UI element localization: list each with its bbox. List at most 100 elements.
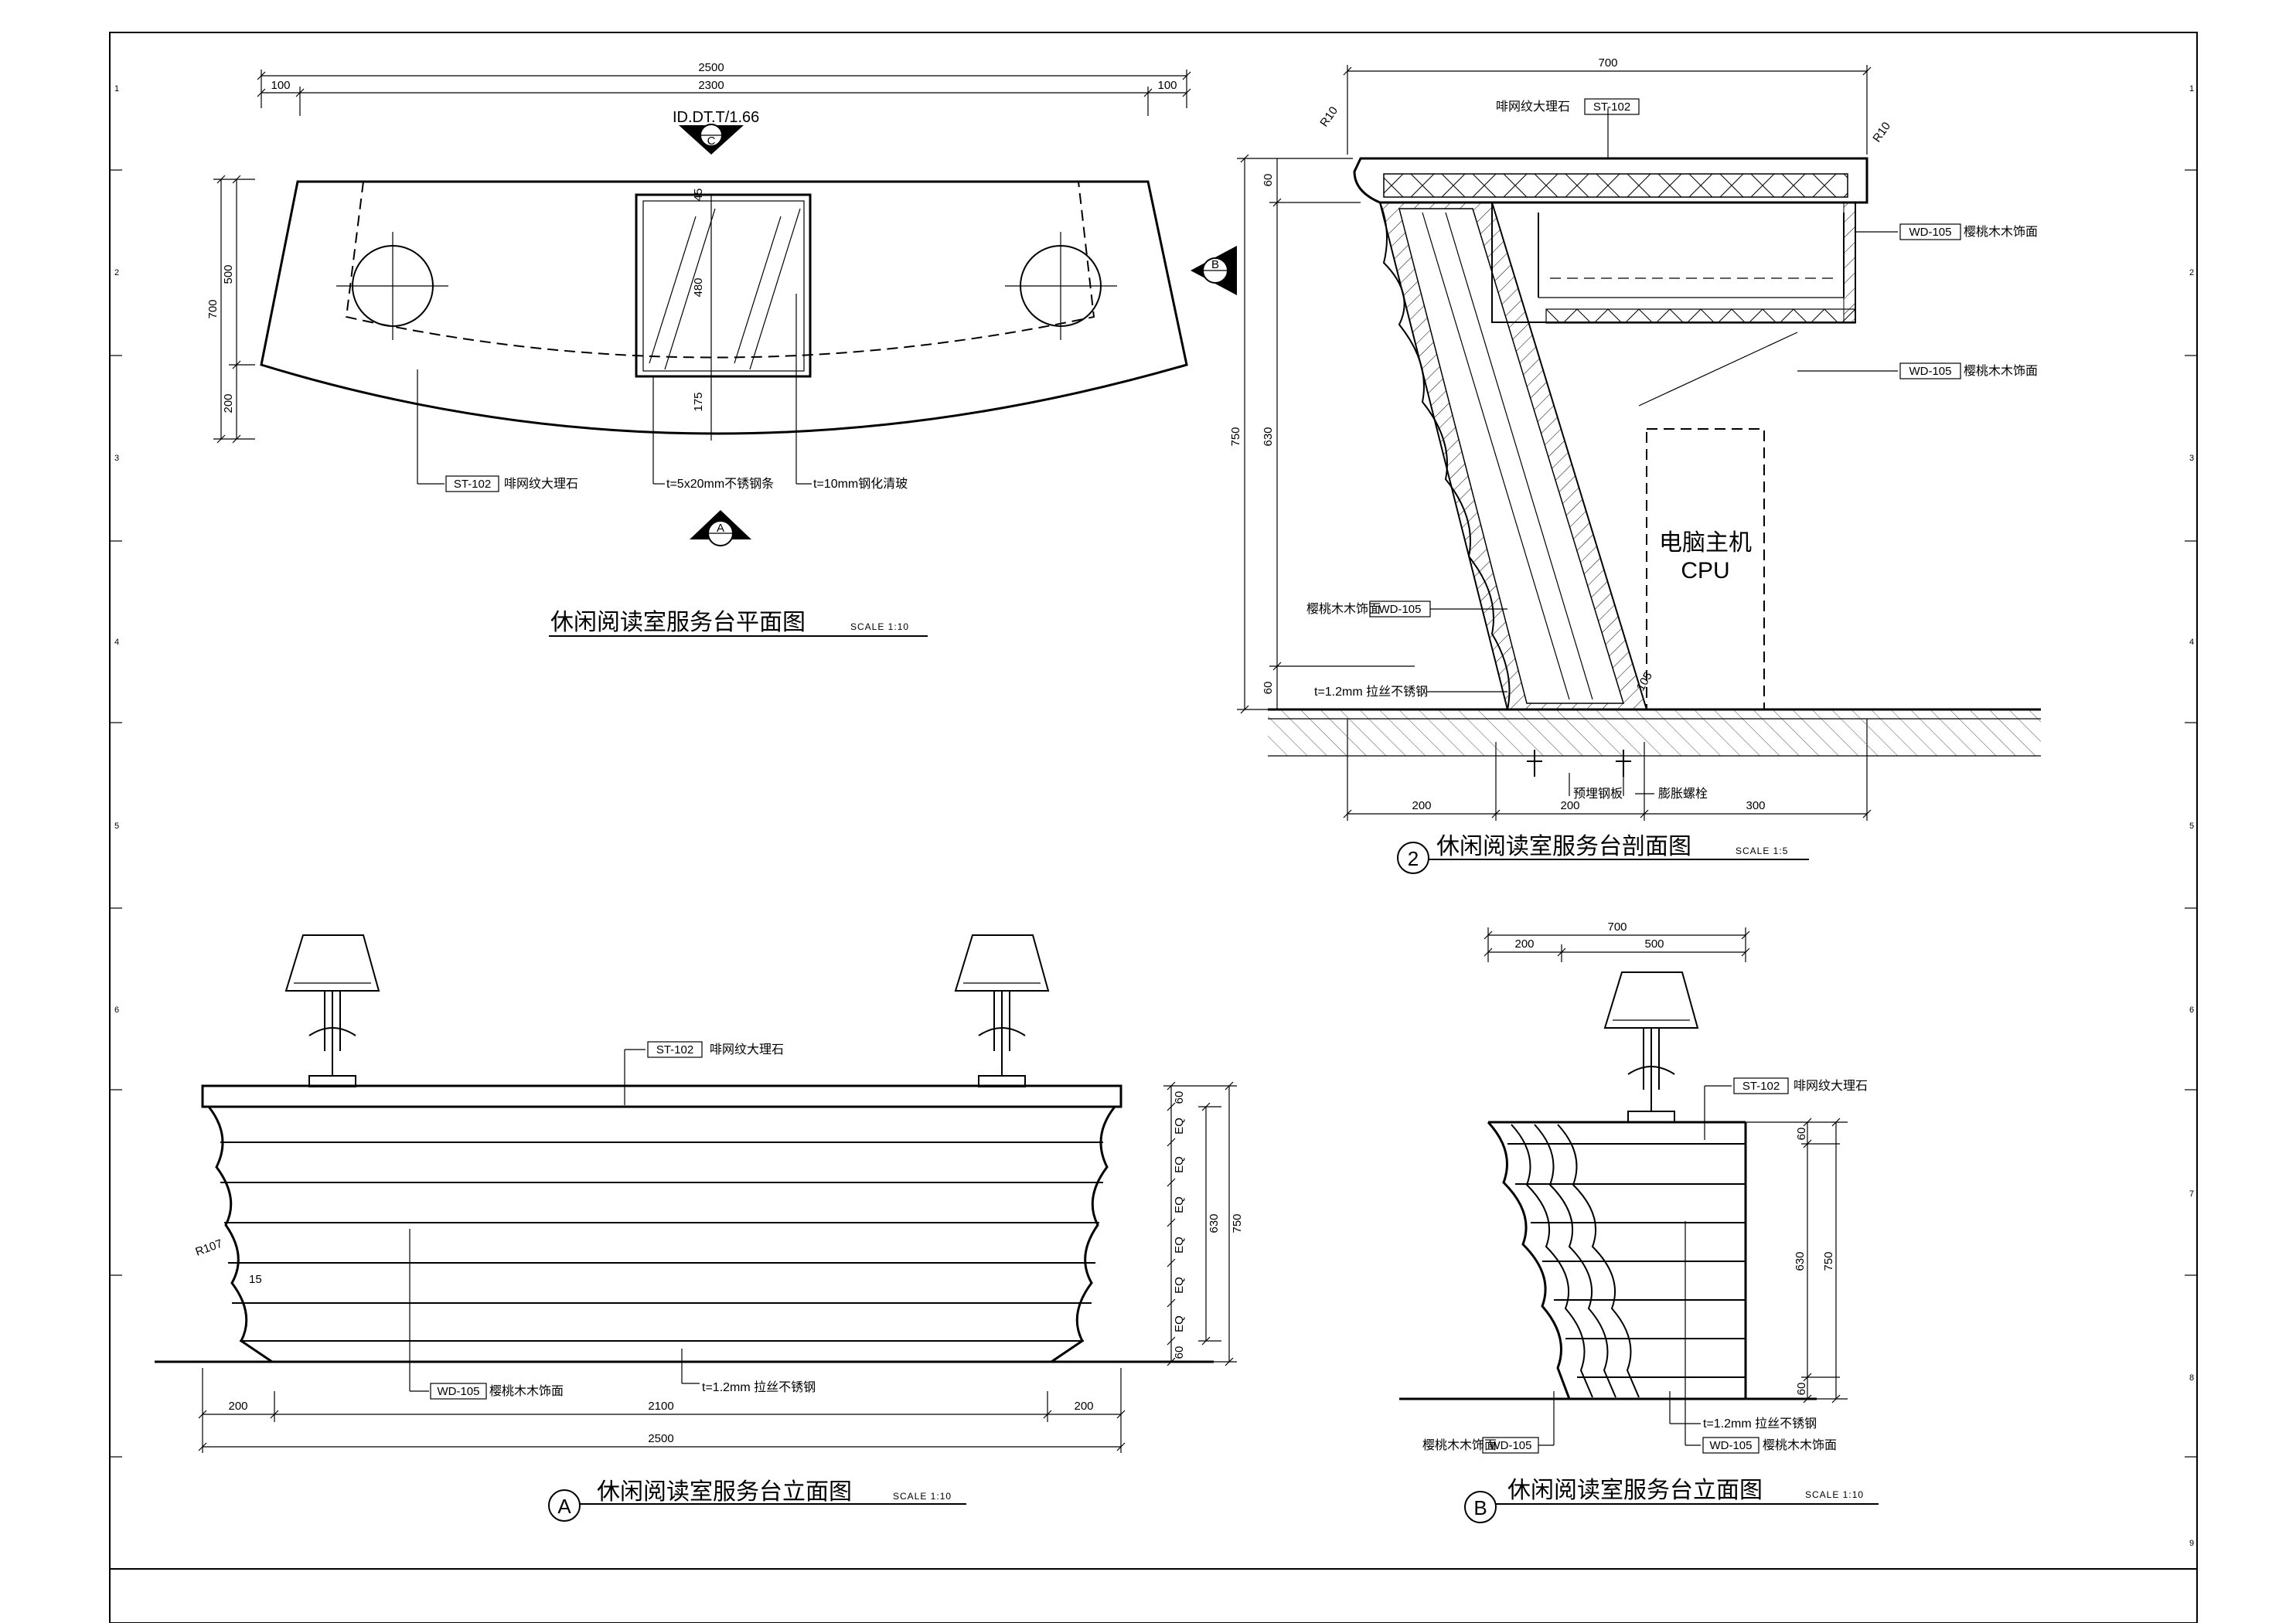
elev-a-dim-overall: 2500 (648, 1432, 673, 1445)
elev-a-note-code: ST-102 (656, 1043, 693, 1056)
plan-dim-depth-b: 200 (222, 393, 235, 413)
section-note-steel: t=1.2mm 拉丝不锈钢 (1314, 685, 1428, 699)
section-cpu-box: 电脑主机 CPU (1646, 428, 1765, 710)
elev-b-dim-base: 60 (1795, 1383, 1808, 1396)
elev-a-note-steel: t=1.2mm 拉丝不锈钢 (702, 1380, 816, 1394)
section-floor (1268, 708, 2041, 757)
elev-a-note-wood: WD-105 樱桃木木饰面 (430, 1383, 564, 1400)
row-number-left: 6 (114, 1005, 119, 1015)
plan-lamp-right (1005, 232, 1117, 340)
section-note-wood-1: WD-105 樱桃木木饰面 (1899, 223, 2038, 240)
elev-a-dim-bottom-right: 200 (1074, 1400, 1093, 1413)
elev-a-dim-top: 60 (1173, 1091, 1186, 1104)
section-radius-left: R10 (1317, 104, 1340, 129)
elev-a-note-code: WD-105 (437, 1385, 479, 1398)
elev-a-note-marble: ST-102 啡网纹大理石 (647, 1041, 784, 1058)
elev-a-radius: R107 (194, 1237, 225, 1259)
plan-dim-inner-c: 175 (692, 392, 705, 411)
row-number-right: 4 (2189, 638, 2194, 647)
section-note-code: WD-105 (1909, 365, 1951, 378)
plan-note-steel-strip: t=5x20mm不锈钢条 (666, 477, 774, 491)
section-marble-top (1353, 157, 1868, 204)
section-note-wood-2: WD-105 樱桃木木饰面 (1899, 362, 2038, 379)
section-number: 2 (1408, 847, 1419, 870)
marker-a-letter: A (717, 522, 724, 535)
plan-section-marker-b: B (1191, 246, 1237, 295)
elev-b-dim-height: 750 (1822, 1251, 1835, 1271)
elev-a-dim-bottom-left: 200 (228, 1400, 247, 1413)
plan-counter-inner-curve (345, 181, 1095, 359)
row-number-left: 1 (114, 84, 119, 94)
elev-a-dim-base: 60 (1173, 1346, 1186, 1359)
section-dim-body: 630 (1262, 427, 1275, 446)
section-note-text: 樱桃木木饰面 (1964, 225, 2038, 239)
section-inclined-panel (1378, 202, 1648, 710)
elevation-b-view: 700 200 500 60 630 750 60 (1399, 920, 1879, 1523)
plan-detail-ref: ID.DT.T/1.66 (673, 109, 759, 126)
elev-b-title-block: B 休闲阅读室服务台立面图 SCALE 1:10 (1464, 1478, 1879, 1523)
plan-scale: SCALE 1:10 (850, 621, 909, 632)
row-number-left: 4 (114, 638, 119, 647)
section-dim-top: 60 (1262, 174, 1275, 187)
section-view: 700 60 750 630 60 200 200 300 R10 R10 10… (1229, 56, 2041, 874)
elev-a-title-block: A 休闲阅读室服务台立面图 SCALE 1:10 (548, 1479, 966, 1522)
elev-b-marker: B (1473, 1496, 1487, 1519)
section-dim-bottom-b: 200 (1560, 799, 1579, 812)
elev-a-note-text: 啡网纹大理石 (710, 1043, 784, 1056)
elev-b-title: 休闲阅读室服务台立面图 (1507, 1478, 1763, 1503)
section-dim-width: 700 (1598, 56, 1617, 70)
elev-a-dim-eq: EQ (1173, 1156, 1186, 1173)
elevation-a-view: 60 EQ EQ EQ EQ EQ EQ 60 630 750 200 2100… (155, 934, 1244, 1522)
plan-dim-left: 100 (271, 79, 290, 92)
plan-dim-overall: 2500 (698, 61, 724, 74)
elev-b-note-marble: ST-102 啡网纹大理石 (1733, 1077, 1868, 1094)
section-note-bolt: 膨胀螺栓 (1658, 787, 1708, 801)
plan-title-block: 休闲阅读室服务台平面图 SCALE 1:10 (549, 610, 928, 637)
elev-b-dim-top: 60 (1795, 1128, 1808, 1141)
elev-a-marker: A (557, 1495, 571, 1518)
plan-dim-mid: 2300 (698, 79, 724, 92)
row-number-right: 5 (2189, 822, 2194, 831)
section-scale: SCALE 1:5 (1736, 846, 1788, 856)
plan-view: 2500 100 2300 100 700 500 200 45 480 175 (206, 61, 1237, 637)
plan-dim-inner-b: 480 (692, 277, 705, 297)
row-number-right: 1 (2189, 84, 2194, 94)
row-number-right: 8 (2189, 1373, 2194, 1383)
elev-a-dim-body: 630 (1208, 1213, 1221, 1233)
elev-a-note-text: 樱桃木木饰面 (489, 1384, 564, 1398)
elev-a-angle: 15 (249, 1273, 262, 1286)
section-anchor-bolts (1527, 750, 1631, 777)
section-note-code: ST-102 (1593, 100, 1630, 114)
plan-note-marble: ST-102 啡网纹大理石 (445, 475, 578, 492)
sheet-frame: 1 2 3 4 5 6 1 2 3 4 5 6 7 8 9 (109, 32, 2198, 1623)
section-radius-right: R10 (1870, 120, 1893, 145)
section-dim-bottom-a: 200 (1412, 799, 1431, 812)
elev-b-dim-width: 700 (1607, 920, 1627, 934)
marker-b-letter: B (1211, 258, 1219, 271)
elev-b-lamp (1603, 971, 1699, 1123)
row-number-left: 3 (114, 454, 119, 463)
plan-note-glass: t=10mm钢化清玻 (813, 477, 908, 491)
row-number-right: 9 (2189, 1539, 2194, 1548)
elev-b-note-code: WD-105 (1709, 1439, 1752, 1452)
plan-dimensions (213, 70, 1191, 444)
elev-a-dim-height: 750 (1231, 1213, 1244, 1233)
row-number-right: 2 (2189, 268, 2194, 277)
section-title-block: 2 休闲阅读室服务台剖面图 SCALE 1:5 (1397, 834, 1809, 874)
row-number-left: 5 (114, 822, 119, 831)
cpu-sub-label: CPU (1681, 558, 1729, 584)
elev-b-note-code: ST-102 (1742, 1080, 1780, 1093)
elev-b-counter (1487, 1121, 1747, 1400)
plan-title: 休闲阅读室服务台平面图 (550, 610, 806, 635)
section-dim-height: 750 (1229, 427, 1242, 446)
elev-a-dimensions (198, 1081, 1237, 1453)
row-number-left: 2 (114, 268, 119, 277)
elev-b-note-code: WD-105 (1489, 1439, 1531, 1452)
cpu-label: 电脑主机 (1659, 530, 1752, 556)
elev-b-scale: SCALE 1:10 (1805, 1489, 1864, 1500)
section-note-text: 樱桃木木饰面 (1306, 602, 1381, 616)
row-number-right: 3 (2189, 454, 2194, 463)
elev-b-note-wood-left: 樱桃木木饰面 WD-105 (1422, 1437, 1539, 1454)
section-note-plate: 预埋钢板 (1573, 787, 1623, 801)
